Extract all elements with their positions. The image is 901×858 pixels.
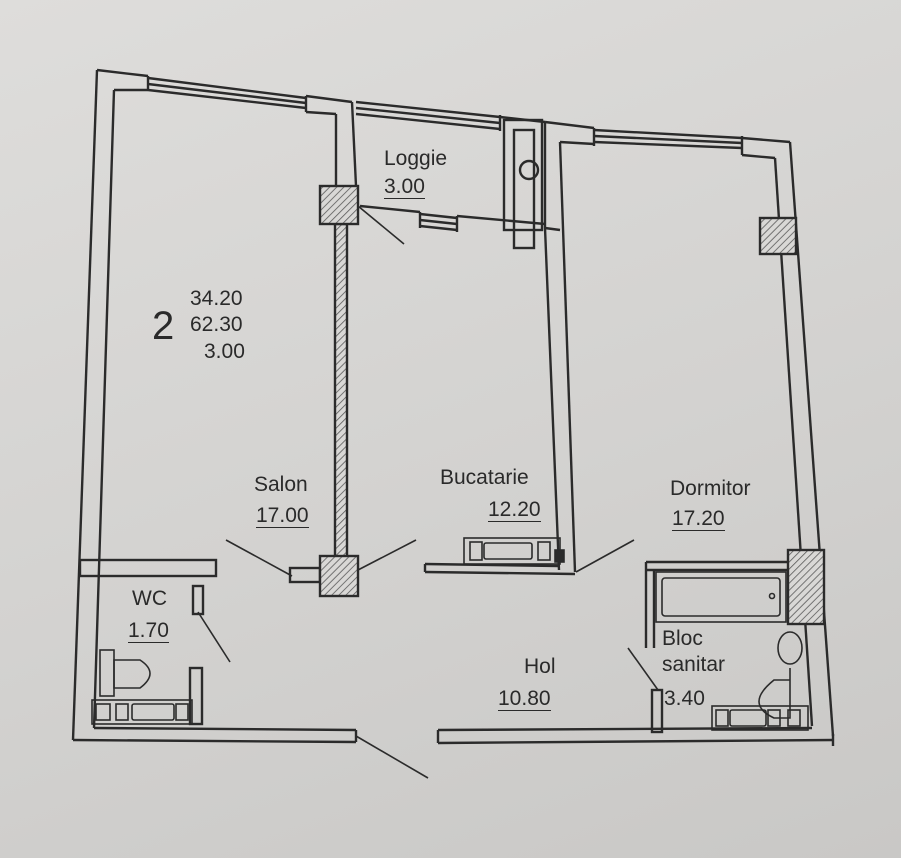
structural-columns <box>318 184 826 626</box>
room-count: 2 <box>152 304 175 348</box>
room-area-wc: 1.70 <box>128 619 169 643</box>
area-summary: 34.20 62.30 3.00 <box>190 286 245 365</box>
room-name-dormitor: Dormitor <box>670 477 751 500</box>
door-swings <box>197 205 659 779</box>
living-area-value: 34.20 <box>190 287 243 310</box>
room-name-bloc-sanitar: Bloc sanitar <box>662 627 726 677</box>
room-area-loggie: 3.00 <box>384 175 425 199</box>
room-area-hol: 10.80 <box>498 687 551 711</box>
room-area-salon: 17.00 <box>256 504 309 528</box>
loggia-area-value: 3.00 <box>204 339 245 363</box>
room-area-bloc-sanitar: 3.40 <box>664 687 705 710</box>
room-name-wc: WC <box>132 587 167 610</box>
room-area-bucatarie: 12.20 <box>488 498 541 522</box>
wc-fixtures <box>91 649 193 725</box>
room-area-dormitor: 17.20 <box>672 507 725 531</box>
room-name-loggie: Loggie <box>384 147 448 170</box>
total-area-value: 62.30 <box>190 313 243 337</box>
room-name-salon: Salon <box>254 473 308 496</box>
bathroom-fixtures <box>655 571 809 731</box>
exterior-walls <box>71 68 835 746</box>
room-name-hol: Hol <box>524 655 556 678</box>
room-name-bucatarie: Bucatarie <box>440 466 529 489</box>
kitchen-counter <box>463 537 565 565</box>
